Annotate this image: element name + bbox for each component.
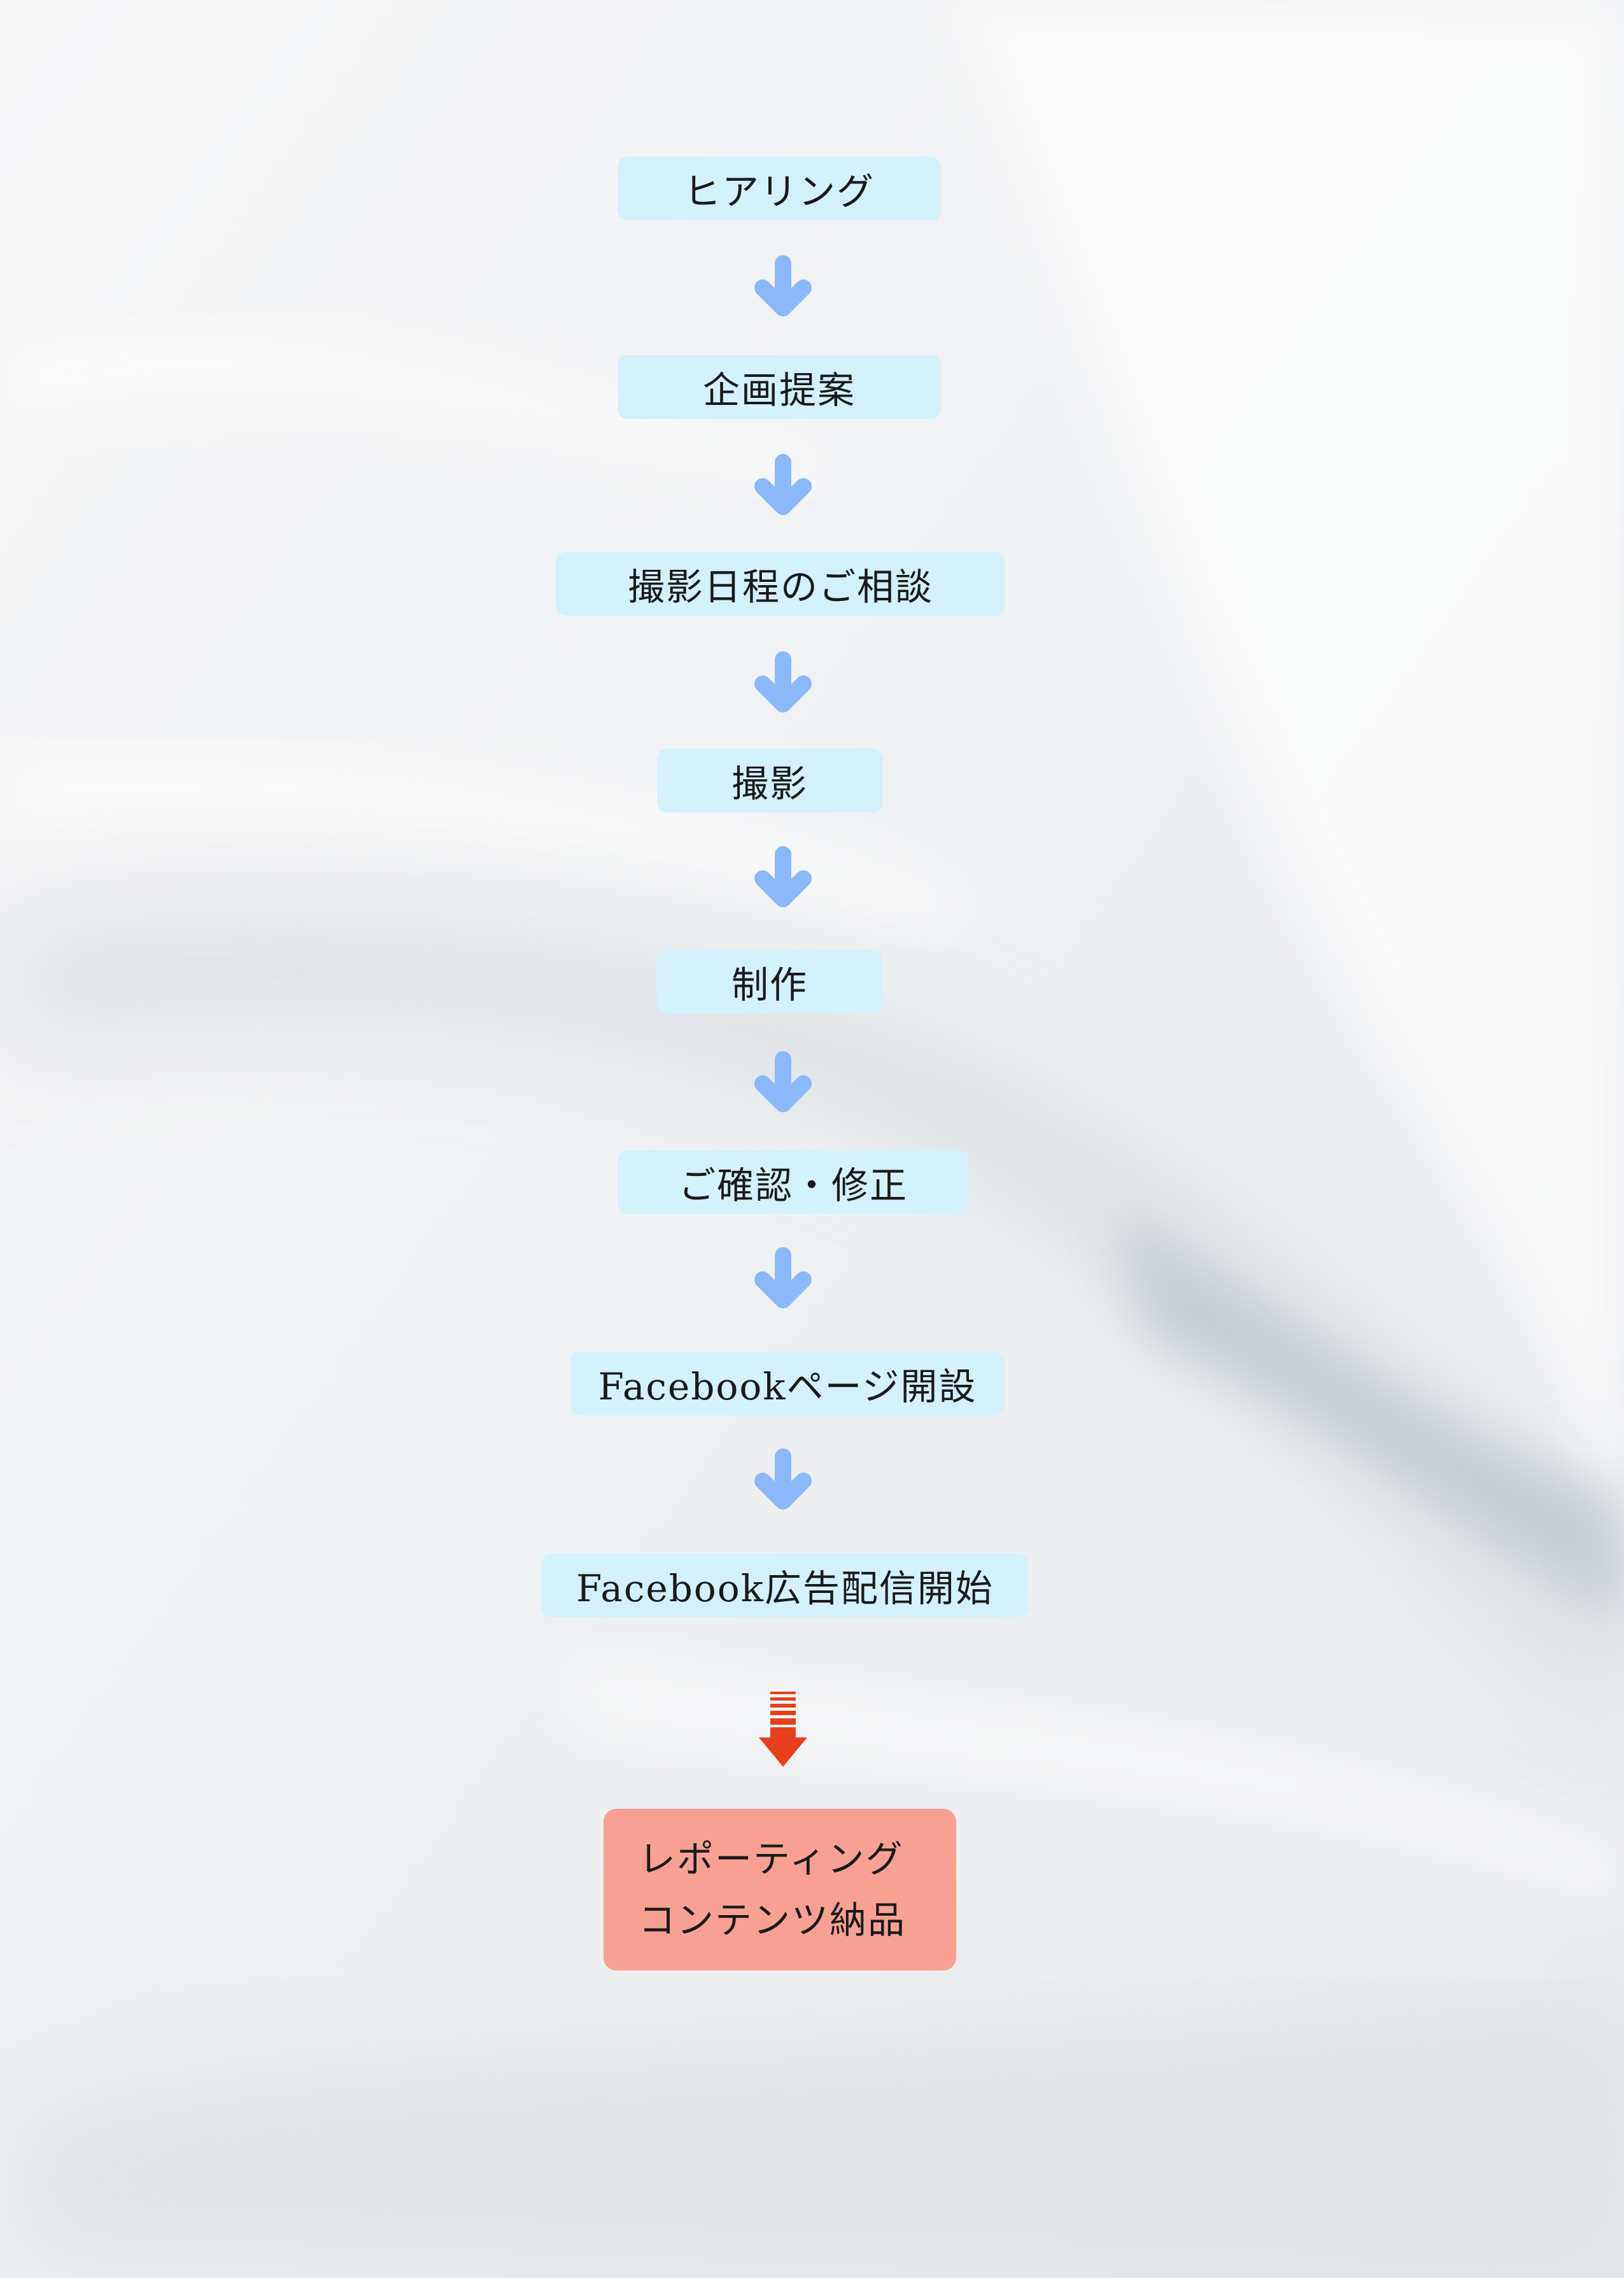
- step-facebook-page-setup: Facebookページ開設: [570, 1352, 1005, 1415]
- step-label: ご確認・修正: [678, 1164, 908, 1207]
- step-label: 撮影日程のご相談: [627, 565, 933, 609]
- chevron-down-arrow-icon: [754, 651, 812, 712]
- step-label: Facebook広告配信開始: [576, 1567, 994, 1610]
- step-label: Facebookページ開設: [598, 1365, 977, 1408]
- step-final-reporting: レポーティング コンテンツ納品: [604, 1809, 956, 1970]
- chevron-down-arrow-icon: [754, 846, 812, 907]
- chevron-down-arrow-icon: [754, 1247, 812, 1308]
- final-line-2: コンテンツ納品: [639, 1899, 907, 1942]
- chevron-down-arrow-icon: [754, 1448, 812, 1510]
- step-production: 制作: [657, 950, 882, 1014]
- step-proposal: 企画提案: [618, 355, 941, 419]
- step-schedule-consultation: 撮影日程のご相談: [556, 552, 1005, 616]
- striped-down-arrow-icon: [759, 1692, 807, 1767]
- final-line-1: レポーティング: [639, 1837, 904, 1881]
- step-label: 企画提案: [702, 369, 856, 412]
- step-label: 撮影: [731, 762, 808, 805]
- step-hearing: ヒアリング: [618, 157, 941, 220]
- step-shooting: 撮影: [657, 749, 882, 812]
- step-facebook-ad-start: Facebook広告配信開始: [542, 1553, 1028, 1617]
- step-review-revision: ご確認・修正: [618, 1150, 969, 1214]
- chevron-down-arrow-icon: [754, 1051, 812, 1112]
- chevron-down-arrow-icon: [754, 454, 812, 515]
- step-label: 制作: [731, 963, 808, 1007]
- step-label: ヒアリング: [683, 170, 875, 213]
- chevron-down-arrow-icon: [754, 255, 812, 316]
